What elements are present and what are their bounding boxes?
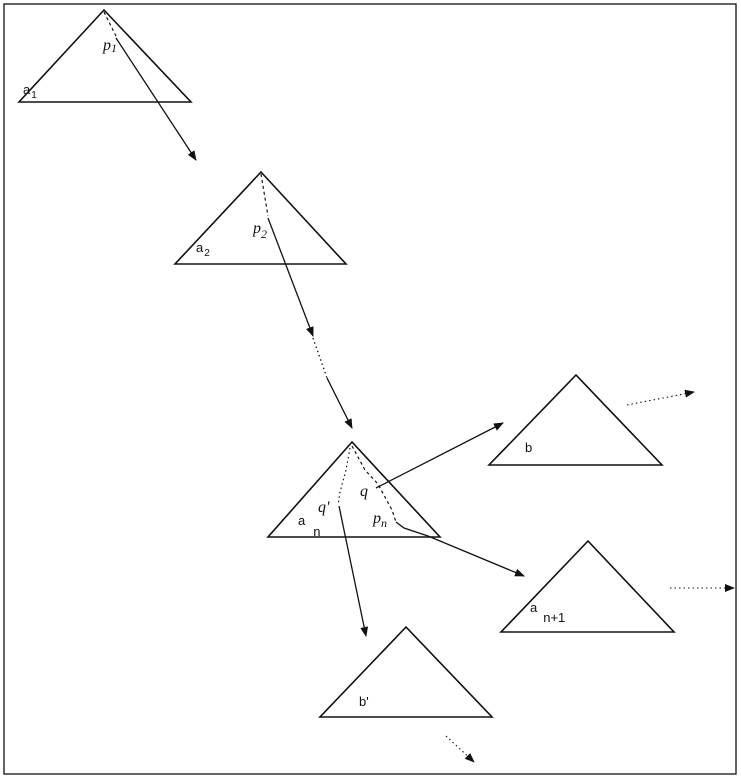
arrow-p1-to-a2 xyxy=(115,37,197,161)
label-q: q xyxy=(360,483,368,500)
label-qprime: q' xyxy=(318,499,330,516)
label-p2: p2 xyxy=(252,220,267,241)
triangle-bprime xyxy=(318,625,494,718)
label-a2: a2 xyxy=(196,240,210,259)
label-an: an xyxy=(298,513,320,539)
triangle-b xyxy=(487,373,664,466)
label-b: b xyxy=(525,440,532,455)
triangle-an xyxy=(266,440,442,538)
dotted-arrow-from-b xyxy=(626,389,695,406)
arrow-p2-to-dots xyxy=(267,217,314,337)
label-bprime: b' xyxy=(359,694,369,709)
arrow-dots-to-an xyxy=(326,377,353,429)
label-a1: a1 xyxy=(23,82,37,101)
path-p2-dashed xyxy=(260,173,269,217)
dotted-arrow-from-bprime xyxy=(445,735,475,763)
label-pn: pn xyxy=(372,510,387,530)
triangle-a2 xyxy=(173,170,348,265)
path-pn-dashed xyxy=(351,445,397,523)
path-p1-dashed xyxy=(103,11,117,37)
triangle-a1 xyxy=(17,8,193,103)
label-p1: p1 xyxy=(102,37,117,55)
arrow-q-to-b xyxy=(375,422,504,489)
arrow-pn-to-an1 xyxy=(395,521,525,577)
frame-border xyxy=(3,3,737,775)
dotted-continuation-a2-an xyxy=(312,337,328,379)
triangle-an1 xyxy=(499,539,676,633)
arrow-qprime-to-bprime xyxy=(338,505,369,637)
label-an1: an+1 xyxy=(530,600,565,625)
